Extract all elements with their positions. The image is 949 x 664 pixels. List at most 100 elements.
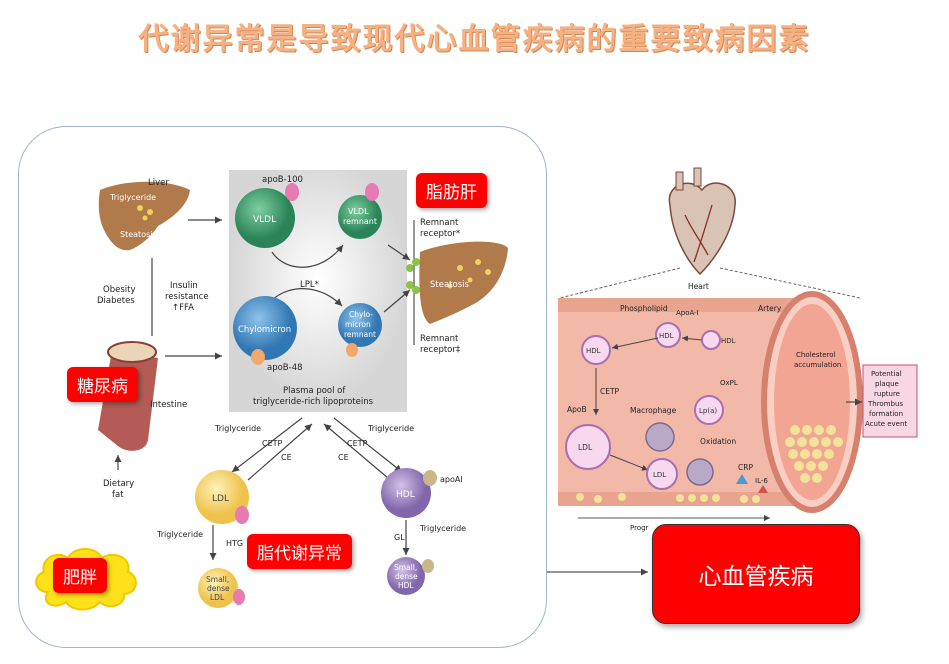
small-ldl-label-2: dense: [207, 584, 230, 593]
il6-label: IL-6: [755, 477, 768, 485]
outcome-1: Potential: [871, 370, 902, 378]
crp-label: CRP: [738, 463, 753, 472]
vldl-remnant-particle: [338, 195, 382, 239]
steatosis-label: Steatosis: [120, 230, 157, 239]
macrophage-label: Macrophage: [630, 406, 677, 415]
diabetes-label: Diabetes: [97, 296, 135, 306]
foam-cell: [686, 458, 714, 486]
tg-hdl-label: Triglyceride: [419, 524, 466, 533]
pool-to-ldl-arrow: [231, 417, 303, 473]
resistance-label: resistance: [165, 292, 209, 302]
lpl-arc-upper: [271, 244, 344, 268]
chylomicron-label: Chylomicron: [238, 325, 291, 335]
ldl-to-pool-arrow: [247, 423, 313, 481]
htg-label: HTG: [226, 539, 243, 548]
tg-left-label: Triglyceride: [214, 424, 261, 433]
chylomicron-particle: [233, 296, 297, 360]
outcome-box: [862, 364, 918, 438]
il6-marker: [758, 485, 768, 493]
ce-right-label: CE: [338, 453, 349, 462]
hdl-a-label: HDL: [659, 332, 674, 340]
small-hdl-label-1: Small,: [394, 563, 417, 572]
obesity-label: Obesity: [103, 285, 135, 295]
remnant-receptor-b-1: Remnant: [420, 334, 459, 344]
hdl-particle: [381, 468, 431, 518]
apoai-right-label: ApoA-I: [676, 309, 699, 317]
cetp-left-label: CETP: [262, 439, 283, 448]
ldl-a-particle: [565, 424, 611, 470]
lpl-arc-lower: [271, 288, 343, 307]
hdl-label: HDL: [396, 490, 415, 500]
intestine-label: Intestine: [150, 400, 187, 410]
small-hdl-label-2: dense: [395, 572, 418, 581]
lipid-droplets: [576, 493, 760, 503]
outcome-3: rupture: [874, 390, 900, 398]
small-ldl-label-1: Small,: [206, 575, 229, 584]
liver-steatosis-label: Steatosis: [430, 280, 469, 290]
hdl-b-particle: [701, 330, 721, 350]
cetp-right-diagram-label: CETP: [600, 387, 620, 396]
remnant-receptor-icon: [406, 258, 420, 294]
apob100-label: apoB-100: [262, 175, 303, 185]
page-title: 代谢异常是导致现代心血管疾病的重要致病因素: [138, 22, 811, 57]
diabetes-label-box: 糖尿病: [67, 367, 138, 402]
plaque-fat-deposit: [785, 425, 843, 483]
right-liver-icon: [419, 241, 508, 324]
macrophage-cell: [645, 422, 675, 452]
vldl-remnant-label-1: VLDL: [348, 207, 369, 216]
plasma-pool-label-2: triglyceride-rich lipoproteins: [253, 397, 374, 407]
gl-label: GL: [394, 533, 405, 542]
lpl-label: LPL*: [300, 280, 319, 290]
outcome-4: Thrombus: [867, 400, 903, 408]
ffa-label: ↑FFA: [172, 303, 194, 313]
tg-right-label: Triglyceride: [367, 424, 414, 433]
ldl-b-particle: [646, 458, 678, 490]
cholesterol-label-2: accumulation: [794, 361, 841, 369]
cholesterol-label-1: Cholesterol: [796, 351, 836, 359]
ldl-particle: [195, 470, 249, 524]
oxidation-label: Oxidation: [700, 437, 736, 446]
vldl-particle: [235, 188, 295, 248]
remnant-to-liver-arrow-2: [383, 289, 411, 313]
chylo-remnant-label-3: remnant: [344, 330, 376, 339]
pool-to-hdl-arrow: [333, 417, 403, 473]
hdl-c-label: HDL: [586, 347, 601, 355]
insulin-label: Insulin: [170, 281, 198, 291]
small-ldl-label-3: LDL: [210, 593, 225, 602]
oxpl-label: OxPL: [720, 379, 738, 387]
remnant-to-liver-arrow-1: [387, 244, 411, 261]
ldl-label: LDL: [212, 494, 229, 504]
ldl-b-label: LDL: [653, 471, 666, 479]
hdl-a-particle: [655, 322, 681, 348]
heart-icon: [668, 167, 736, 276]
lpa-label: Lp(a): [699, 407, 717, 415]
apob-label: ApoB: [567, 405, 587, 414]
progression-label: Progr: [630, 524, 649, 532]
small-dense-ldl-particle: [198, 568, 238, 608]
hdl-b-label: HDL: [721, 337, 736, 345]
vldl-label: VLDL: [253, 215, 276, 225]
crp-marker: [736, 474, 748, 484]
chylo-remnant-label-2: micron: [345, 320, 371, 329]
cetp-right-label: CETP: [347, 439, 368, 448]
vldl-remnant-label-2: remnant: [343, 217, 377, 226]
hdl-to-pool-arrow: [323, 423, 389, 479]
outcome-5: formation: [869, 410, 903, 418]
apob48-label: apoB-48: [267, 363, 303, 373]
plasma-pool-label-1: Plasma pool of: [283, 386, 346, 396]
remnant-receptor-a-2: receptor*: [420, 229, 460, 239]
heart-label: Heart: [688, 282, 709, 291]
small-hdl-label-3: HDL: [398, 581, 414, 590]
hdl-c-particle: [581, 335, 611, 365]
fatty-liver-label: 脂肪肝: [416, 173, 487, 208]
ce-left-label: CE: [281, 453, 292, 462]
chylo-remnant-label-1: Chylo-: [349, 310, 373, 319]
apoai-label: apoAI: [440, 475, 463, 484]
remnant-receptor-b-2: receptor‡: [420, 345, 461, 355]
remnant-receptor-a-1: Remnant: [420, 218, 459, 228]
cvd-label: 心血管疾病: [652, 524, 860, 624]
liver-label: Liver: [148, 178, 169, 188]
ldl-a-label: LDL: [578, 443, 593, 452]
fat-label: fat: [112, 490, 124, 500]
lpa-particle: [694, 395, 724, 425]
